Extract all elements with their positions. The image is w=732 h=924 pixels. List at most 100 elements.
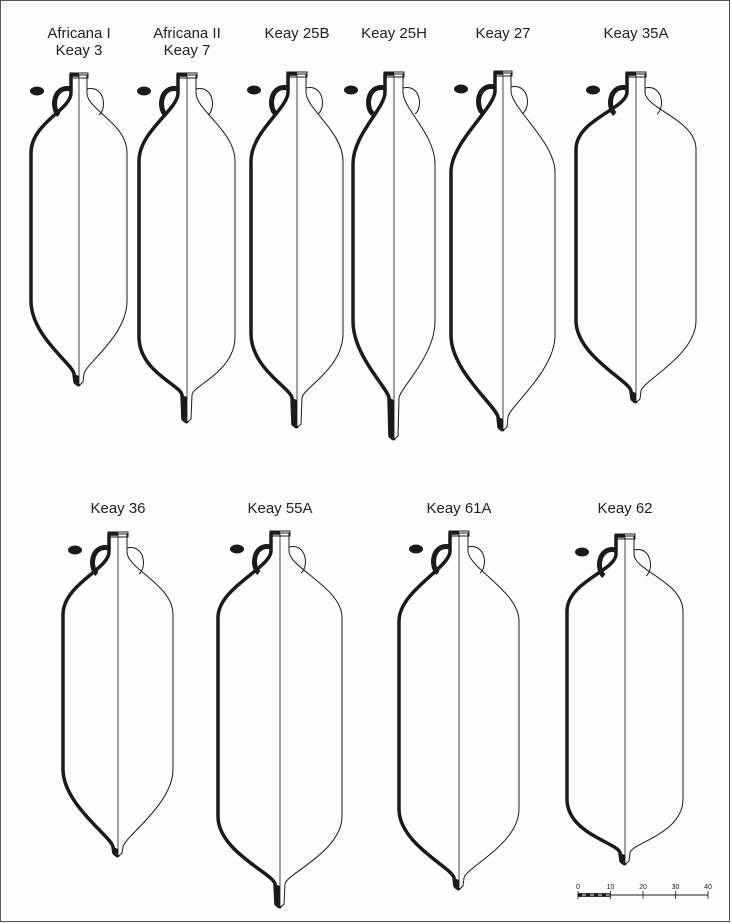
- handle-left-section: [52, 86, 72, 117]
- amphora-keay-25b: [247, 71, 344, 429]
- handle-cross-section: [454, 84, 468, 94]
- profile-outline: [458, 532, 520, 890]
- toe-section: [631, 391, 636, 401]
- handle-left-section: [431, 544, 451, 575]
- rim: [286, 71, 308, 78]
- scale-bar-fill: [602, 893, 606, 897]
- scale-bar-fill: [586, 893, 590, 897]
- rim: [383, 71, 405, 78]
- label-keay-25b: Keay 25B: [264, 25, 330, 42]
- amphora-keay-27: [449, 70, 556, 432]
- toe-section: [454, 878, 459, 888]
- profile-outline: [279, 532, 343, 908]
- scale-bar: 0 10 20 30 40: [576, 884, 712, 899]
- amphora-keay-55a: [216, 530, 343, 909]
- handle-cross-section: [68, 545, 82, 555]
- scale-bar-tick-label: 0: [576, 884, 580, 891]
- scale-bar-fill: [578, 893, 582, 897]
- profile-outline: [502, 72, 556, 431]
- handle-left-section: [597, 547, 617, 578]
- handle-cross-section: [30, 86, 44, 96]
- rim: [493, 70, 513, 77]
- handle-right: [86, 88, 104, 116]
- handle-right: [467, 546, 485, 574]
- profile-outline: [296, 73, 344, 428]
- label-keay-62: Keay 62: [597, 500, 653, 517]
- handle-cross-section: [344, 85, 358, 95]
- label-keay-35a: Keay 35A: [603, 25, 669, 42]
- handle-right: [288, 546, 306, 574]
- rim: [69, 72, 89, 79]
- handle-cross-section: [409, 544, 423, 554]
- label-keay-36: Keay 36: [90, 500, 146, 517]
- toe-section: [498, 417, 503, 429]
- profile-outline: [186, 74, 236, 423]
- handle-left-section: [90, 545, 110, 576]
- amphora-keay-62: [565, 533, 684, 866]
- handle-cross-section: [137, 86, 151, 96]
- label-keay-55a: Keay 55A: [247, 500, 313, 517]
- profile-section: [137, 73, 189, 424]
- handle-right: [305, 87, 323, 115]
- label-keay-61a: Keay 61A: [426, 500, 492, 517]
- profile-section: [574, 72, 638, 404]
- toe-section: [74, 374, 79, 384]
- label-keay-27: Keay 27: [475, 25, 531, 42]
- handle-cross-section: [230, 544, 244, 554]
- profile-section: [216, 531, 282, 909]
- rim: [614, 533, 636, 540]
- rim: [107, 531, 129, 538]
- toe-section: [292, 398, 297, 426]
- handle-right: [402, 87, 420, 115]
- amphora-africana-1: [29, 72, 128, 387]
- handle-right: [633, 549, 651, 577]
- label-africana-2: Africana II Keay 7: [153, 25, 221, 59]
- toe-section: [113, 847, 118, 855]
- profile-outline: [78, 74, 128, 386]
- handle-left-section: [252, 544, 272, 575]
- profile-section: [565, 534, 627, 866]
- profile-outline: [393, 73, 436, 440]
- handle-left-section: [366, 85, 386, 116]
- rim: [176, 72, 198, 79]
- amphora-africana-2: [137, 72, 236, 424]
- handle-left-section: [476, 84, 496, 115]
- handle-cross-section: [247, 85, 261, 95]
- toe-section: [275, 884, 280, 906]
- amphora-keay-25h: [344, 71, 436, 441]
- handle-right: [644, 87, 662, 115]
- toe-section: [620, 853, 625, 863]
- profile-section: [397, 531, 461, 891]
- profile-section: [61, 532, 120, 858]
- scale-bar-tick-label: 10: [607, 884, 615, 891]
- profile-section: [449, 71, 505, 432]
- handle-left-section: [269, 85, 289, 116]
- toe-section: [182, 395, 187, 421]
- profile-section: [29, 73, 81, 387]
- rim: [625, 71, 647, 78]
- handle-right: [510, 86, 528, 114]
- rim: [448, 530, 470, 537]
- handle-cross-section: [575, 547, 589, 557]
- scale-bar-tick-label: 20: [639, 884, 647, 891]
- amphora-keay-35a: [574, 71, 697, 404]
- scale-bar-tick-label: 40: [704, 884, 712, 891]
- label-africana-1: Africana I Keay 3: [47, 25, 111, 59]
- handle-cross-section: [586, 85, 600, 95]
- scale-bar-tick-label: 30: [672, 884, 680, 891]
- scale-bar-fill: [594, 893, 598, 897]
- label-keay-25h: Keay 25H: [361, 25, 427, 42]
- toe-section: [389, 398, 394, 438]
- profile-section: [351, 72, 396, 441]
- profile-outline: [624, 535, 684, 865]
- rim: [269, 530, 291, 537]
- handle-right: [195, 88, 213, 116]
- amphora-keay-36: [61, 531, 174, 858]
- profile-outline: [635, 73, 697, 403]
- handle-left-section: [608, 85, 628, 116]
- profile-section: [249, 72, 299, 429]
- handle-right: [126, 547, 144, 575]
- profile-outline: [117, 533, 174, 857]
